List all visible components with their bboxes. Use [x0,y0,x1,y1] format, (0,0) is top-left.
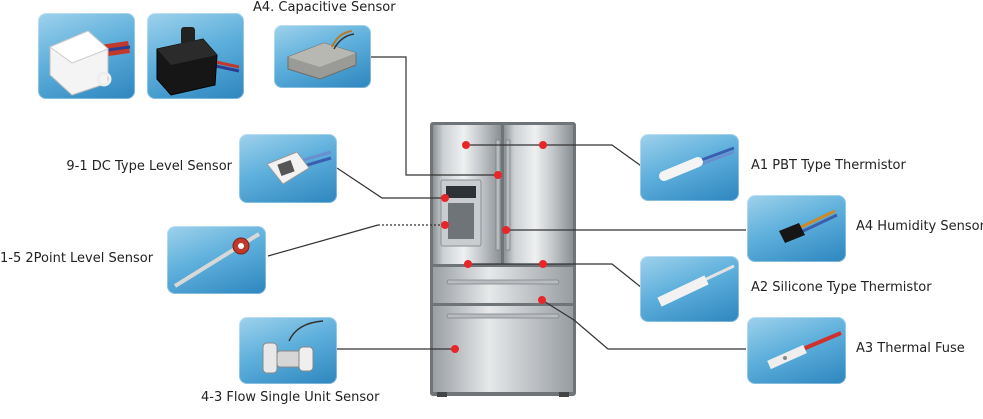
marker-pbt-right [539,141,547,149]
capacitive-sensor-photo [274,25,371,88]
pbt-thermistor-photo [640,134,739,201]
marker-silicone-left [464,260,472,268]
level-sensor-white-photo [38,13,135,99]
marker-silicone-right [539,260,547,268]
leader-lines [267,56,746,350]
humidity-sensor-photo [747,195,846,262]
marker-dc-level [441,194,449,202]
marker-humidity [502,226,510,234]
sensor-markers [441,141,547,353]
two-point-level-sensor-photo [167,226,266,294]
marker-flow [451,345,459,353]
level-sensor-black-photo [147,13,244,99]
dc-level-sensor-photo [239,134,337,203]
label-flow: 4-3 Flow Single Unit Sensor [201,390,380,405]
flow-sensor-photo [239,317,337,384]
label-two-point: 1-5 2Point Level Sensor [0,251,154,266]
label-humidity: A4 Humidity Sensor [856,219,983,234]
label-capacitive: A4. Capacitive Sensor [253,0,396,15]
label-dc-level: 9-1 DC Type Level Sensor [66,159,232,174]
marker-two-point [441,221,449,229]
label-pbt: A1 PBT Type Thermistor [751,158,906,173]
label-silicone: A2 Silicone Type Thermistor [751,280,932,295]
marker-pbt-left [462,141,470,149]
refrigerator [430,122,576,397]
thermal-fuse-photo [747,317,846,384]
marker-capacitive [494,171,502,179]
silicone-thermistor-photo [640,256,739,322]
label-fuse: A3 Thermal Fuse [856,341,965,356]
marker-fuse [538,296,546,304]
